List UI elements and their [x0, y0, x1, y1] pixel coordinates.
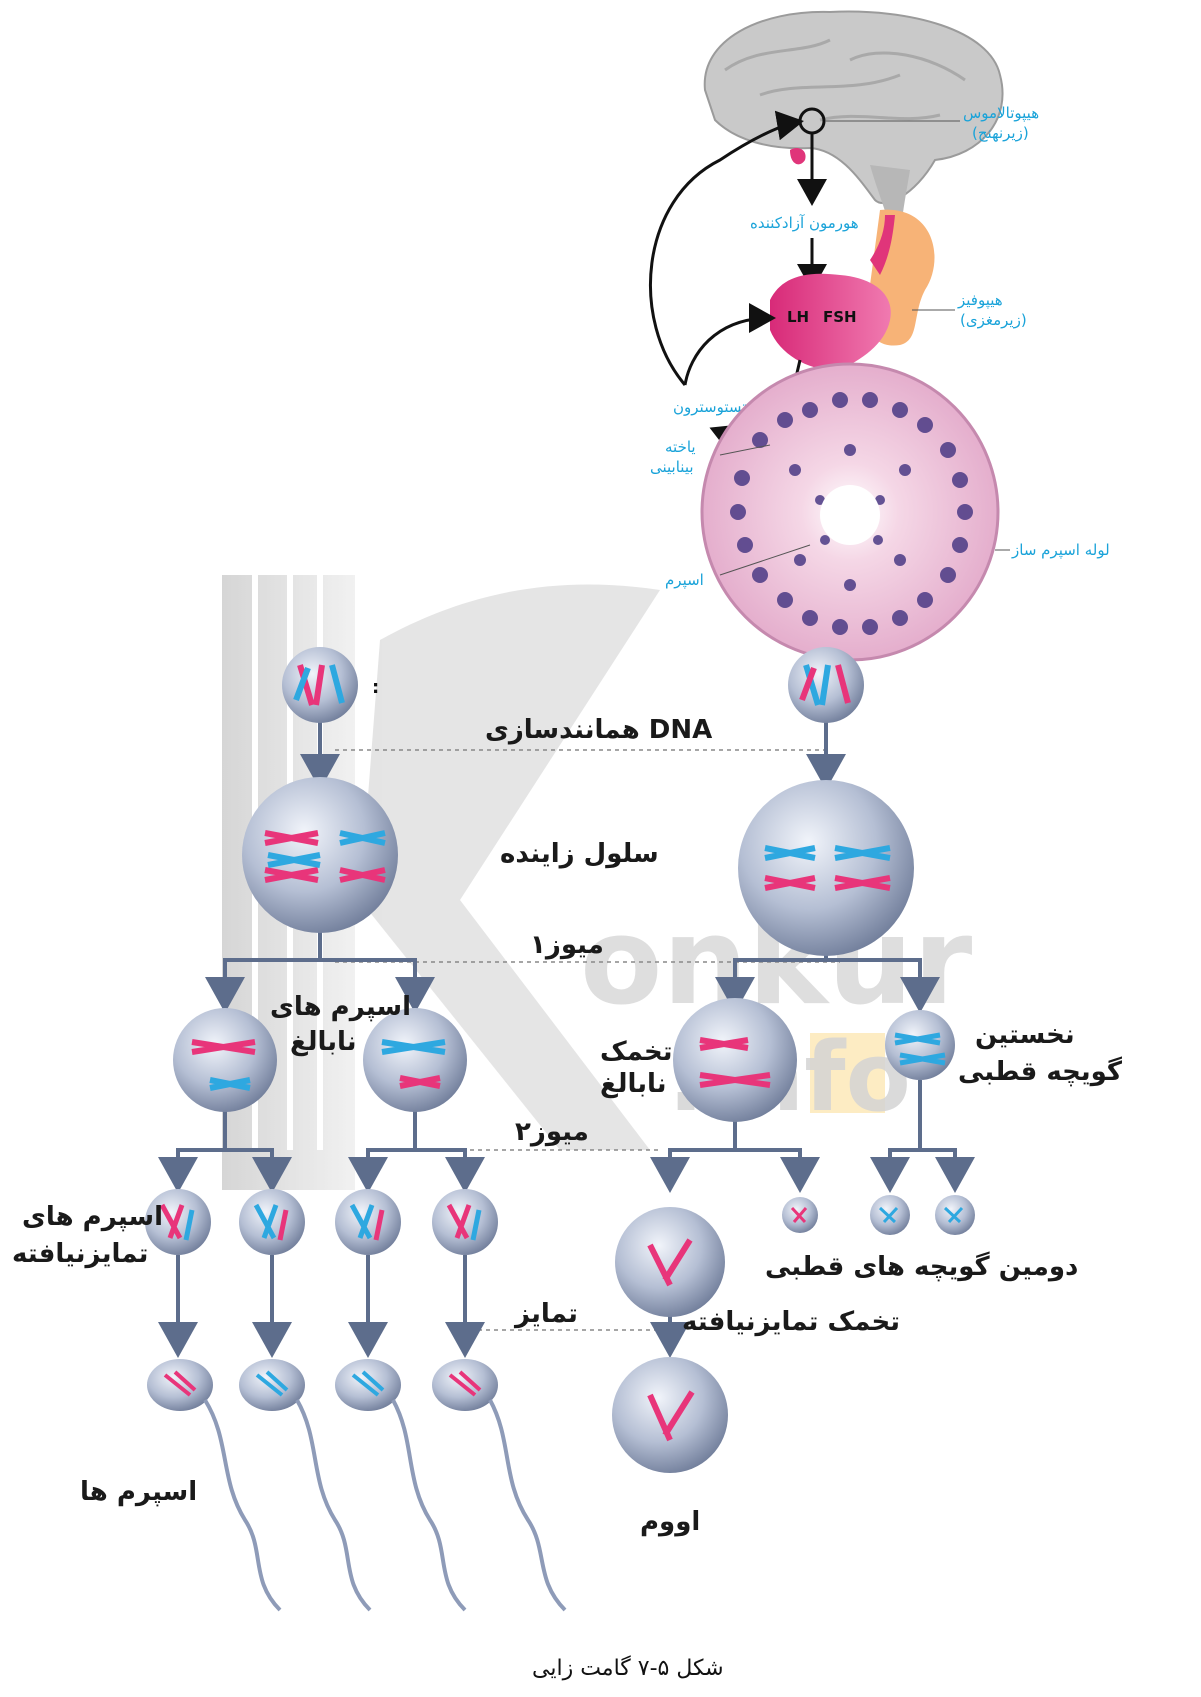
label-leydig-1: یاخته	[665, 438, 696, 456]
label-sperms: اسپرم ها	[80, 1477, 197, 1507]
label-meiosis2: میوز۲	[515, 1117, 589, 1147]
cell-germ-male	[242, 777, 398, 933]
label-testosterone: تستوسترون	[673, 398, 746, 416]
cell-immature-sperm-1	[173, 1008, 277, 1112]
label-fsh: FSH	[823, 308, 857, 326]
small-gland	[790, 148, 806, 164]
label-seminiferous: لوله اسپرم ساز	[1011, 541, 1110, 560]
figure-caption: شکل ۵-۷ گامت زایی	[532, 1655, 724, 1681]
cell-female-start	[788, 647, 864, 723]
cell-second-polar-2	[870, 1195, 910, 1235]
label-sperm: اسپرم	[665, 571, 704, 590]
cell-undiff-sperm-2	[239, 1189, 305, 1255]
pituitary	[770, 210, 935, 370]
label-dna-replication: همانندسازی DNA	[485, 715, 712, 745]
label-meiosis1: میوز۱	[530, 930, 604, 960]
label-undiff-sperm-1: اسپرم های	[22, 1202, 163, 1232]
cell-second-polar-1	[782, 1197, 818, 1233]
label-first-polar-2: گویچه قطبی	[958, 1056, 1123, 1087]
sperm-cells	[147, 1359, 565, 1610]
label-differentiation: تمایز	[513, 1299, 578, 1329]
label-pituitary: هیپوفیز	[957, 291, 1003, 310]
label-leydig-2: بینابینی	[650, 458, 694, 476]
label-lh: LH	[787, 308, 809, 326]
label-pituitary-sub: (زیرمغزی)	[960, 311, 1027, 329]
cell-immature-egg	[673, 998, 797, 1122]
cell-ovum	[612, 1357, 728, 1473]
label-hypothalamus-sub: (زیرنهنج)	[972, 124, 1029, 142]
seminiferous-tubule	[702, 364, 998, 660]
label-first-polar-1: نخستین	[975, 1020, 1075, 1050]
sperm-4	[432, 1359, 565, 1610]
label-undiff-egg: تخمک تمایزنیافته	[682, 1307, 900, 1337]
label-ovum: اووم	[640, 1507, 700, 1537]
label-germ-cell: سلول زاینده	[500, 839, 659, 869]
label-immature-sperm-1: اسپرم های	[270, 992, 411, 1022]
label-immature-egg-1: تخمک	[600, 1037, 673, 1067]
label-immature-sperm-2: نابالغ	[290, 1027, 357, 1057]
label-hypothalamus: هیپوتالاموس	[963, 104, 1039, 123]
cell-second-polar-3	[935, 1195, 975, 1235]
label-second-polar: دومین گویچه های قطبی	[765, 1251, 1078, 1282]
label-releasing-hormone: هورمون آزادکننده	[750, 214, 859, 232]
cell-undiff-egg	[615, 1207, 725, 1317]
cell-undiff-sperm-4	[432, 1189, 498, 1255]
cell-male-start	[282, 647, 358, 723]
colon-mark: :	[372, 677, 379, 698]
cell-undiff-sperm-3	[335, 1189, 401, 1255]
cell-germ-female	[738, 780, 914, 956]
label-undiff-sperm-2: تمایزنیافته	[12, 1239, 148, 1269]
cell-first-polar	[885, 1010, 955, 1080]
cell-immature-sperm-2	[363, 1008, 467, 1112]
label-immature-egg-2: نابالغ	[600, 1069, 667, 1099]
